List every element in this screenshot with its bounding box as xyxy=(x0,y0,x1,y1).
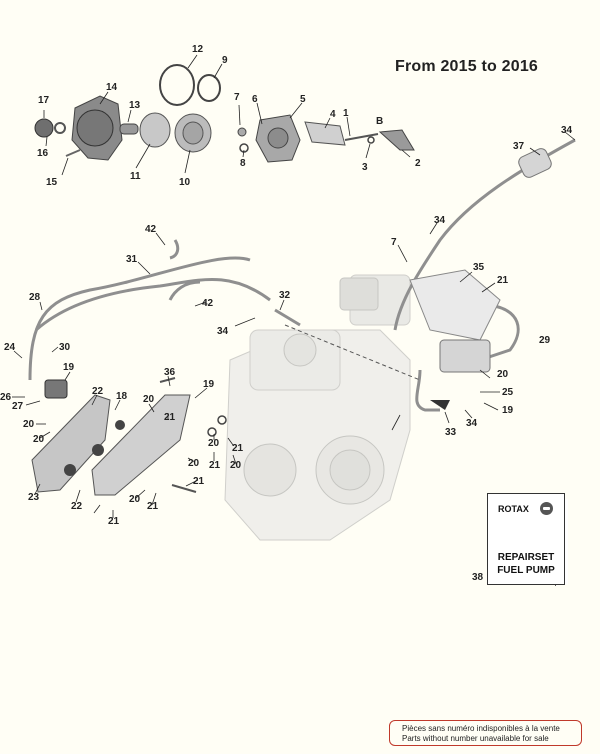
callout-labels: 12 9 14 17 13 7 6 5 4 1 B 34 37 16 11 10… xyxy=(0,44,573,527)
callout: 16 xyxy=(37,148,49,159)
callout: 19 xyxy=(203,379,215,390)
callout: 20 xyxy=(208,438,220,449)
callout: 21 xyxy=(193,476,205,487)
note-french: Pièces sans numéro indisponibles à la ve… xyxy=(402,724,560,733)
callout: 26 xyxy=(0,392,12,403)
callout: 6 xyxy=(252,94,258,105)
callout: 10 xyxy=(179,177,191,188)
callout: 31 xyxy=(126,254,138,265)
callout: 27 xyxy=(12,401,24,412)
brand-logo-text: ROTAX xyxy=(498,504,529,514)
callout: 28 xyxy=(29,292,41,303)
callout: 34 xyxy=(561,125,573,136)
repair-card-subtitle: FUEL PUMP xyxy=(497,565,555,576)
callout: 1 xyxy=(343,108,349,119)
callout: 4 xyxy=(330,109,336,120)
callout: 24 xyxy=(4,342,16,353)
callout: 18 xyxy=(116,391,128,402)
callout: 42 xyxy=(202,298,214,309)
note-english: Parts without number unavailable for sal… xyxy=(402,734,549,743)
callout: 15 xyxy=(46,177,58,188)
callout: 19 xyxy=(63,362,75,373)
callout: 2 xyxy=(415,158,421,169)
callout: 37 xyxy=(513,141,525,152)
callout: 9 xyxy=(222,55,228,66)
callout: 21 xyxy=(497,275,509,286)
repair-card-callout: 38 xyxy=(472,572,484,583)
callout: 34 xyxy=(434,215,446,226)
fuel-filter-and-bracket xyxy=(409,148,552,410)
callout-b: B xyxy=(376,116,383,127)
callout: 12 xyxy=(192,44,204,55)
callout: 11 xyxy=(130,171,141,182)
mounting-brackets xyxy=(31,377,227,496)
callout: 20 xyxy=(33,434,45,445)
callout: 3 xyxy=(362,162,368,173)
page-title: From 2015 to 2016 xyxy=(395,58,539,75)
callout: 22 xyxy=(92,386,104,397)
leader-lines xyxy=(12,54,576,518)
repair-card-title: REPAIRSET xyxy=(497,552,555,563)
rotax-logo-icon xyxy=(540,502,553,515)
callout: 5 xyxy=(300,94,306,105)
callout: 21 xyxy=(108,516,120,527)
callout: 21 xyxy=(232,443,244,454)
callout: 21 xyxy=(147,501,159,512)
fuel-pump-parts xyxy=(34,64,415,163)
callout: 20 xyxy=(143,394,155,405)
callout: 25 xyxy=(502,387,514,398)
availability-note: Pièces sans numéro indisponibles à la ve… xyxy=(389,720,582,746)
callout: 30 xyxy=(59,342,71,353)
callout: 34 xyxy=(466,418,478,429)
fuel-line-dashed xyxy=(284,324,421,381)
callout: 13 xyxy=(129,100,141,111)
callout: 20 xyxy=(23,419,35,430)
callout: 7 xyxy=(234,92,240,103)
engine-assembly xyxy=(224,274,411,541)
callout: 14 xyxy=(106,82,118,93)
callout: 36 xyxy=(164,367,176,378)
callout: 20 xyxy=(230,460,242,471)
callout: 32 xyxy=(279,290,291,301)
callout: 8 xyxy=(240,158,246,169)
callout: 35 xyxy=(473,262,485,273)
callout: 42 xyxy=(145,224,157,235)
callout: 21 xyxy=(209,460,221,471)
callout: 20 xyxy=(129,494,141,505)
callout: 23 xyxy=(28,492,40,503)
callout: 21 xyxy=(164,412,176,423)
callout: 19 xyxy=(502,405,514,416)
callout: 22 xyxy=(71,501,83,512)
callout: 20 xyxy=(497,369,509,380)
callout: 29 xyxy=(539,335,551,346)
callout: 7 xyxy=(391,237,397,248)
callout: 20 xyxy=(188,458,200,469)
callout: 17 xyxy=(38,95,50,106)
callout: 33 xyxy=(445,427,457,438)
repair-set-card: ROTAX REPAIRSET FUEL PUMP xyxy=(487,493,565,585)
callout: 34 xyxy=(217,326,229,337)
